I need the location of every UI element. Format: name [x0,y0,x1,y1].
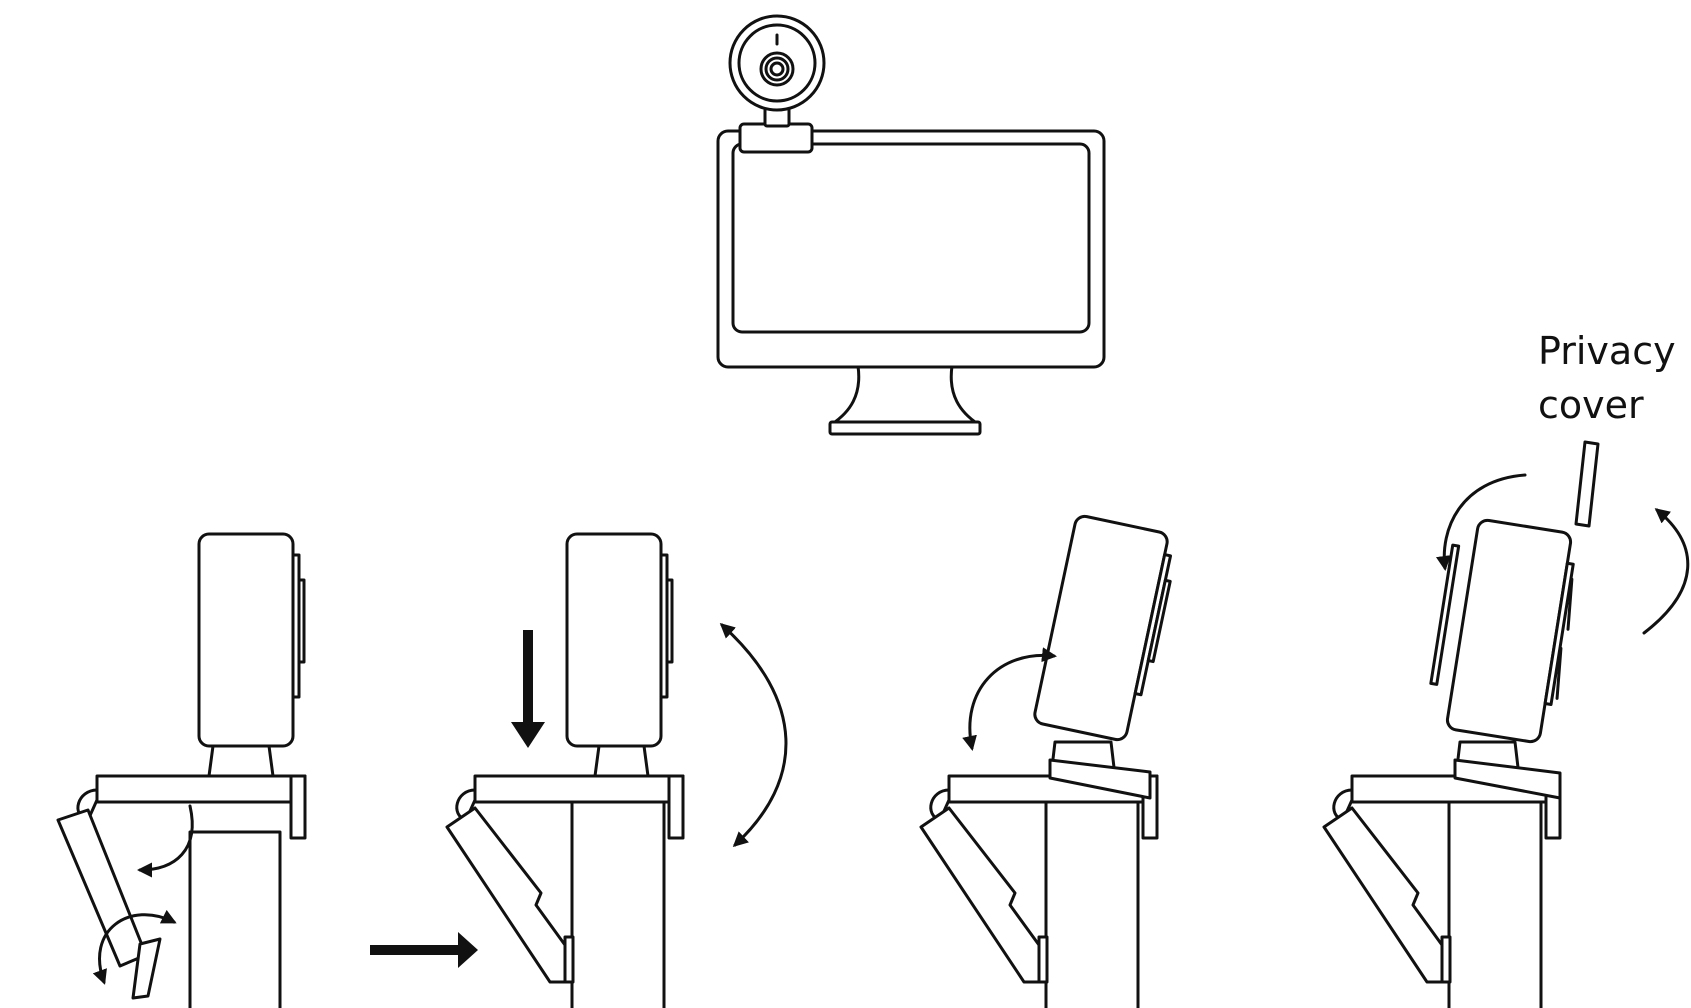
mount-on-display-icon [445,532,788,1008]
privacy-cover-icon [1322,440,1690,1008]
privacy-cover-label-line2: cover [1538,383,1644,427]
privacy-cover-label-line1: Privacy [1538,329,1676,373]
monitor-with-webcam-icon [716,14,1106,436]
open-clip-icon [56,532,307,1008]
next-step-arrow-icon [370,932,478,968]
tilt-camera-icon [919,514,1173,1008]
privacy-cover-label: Privacy cover [1538,324,1676,432]
